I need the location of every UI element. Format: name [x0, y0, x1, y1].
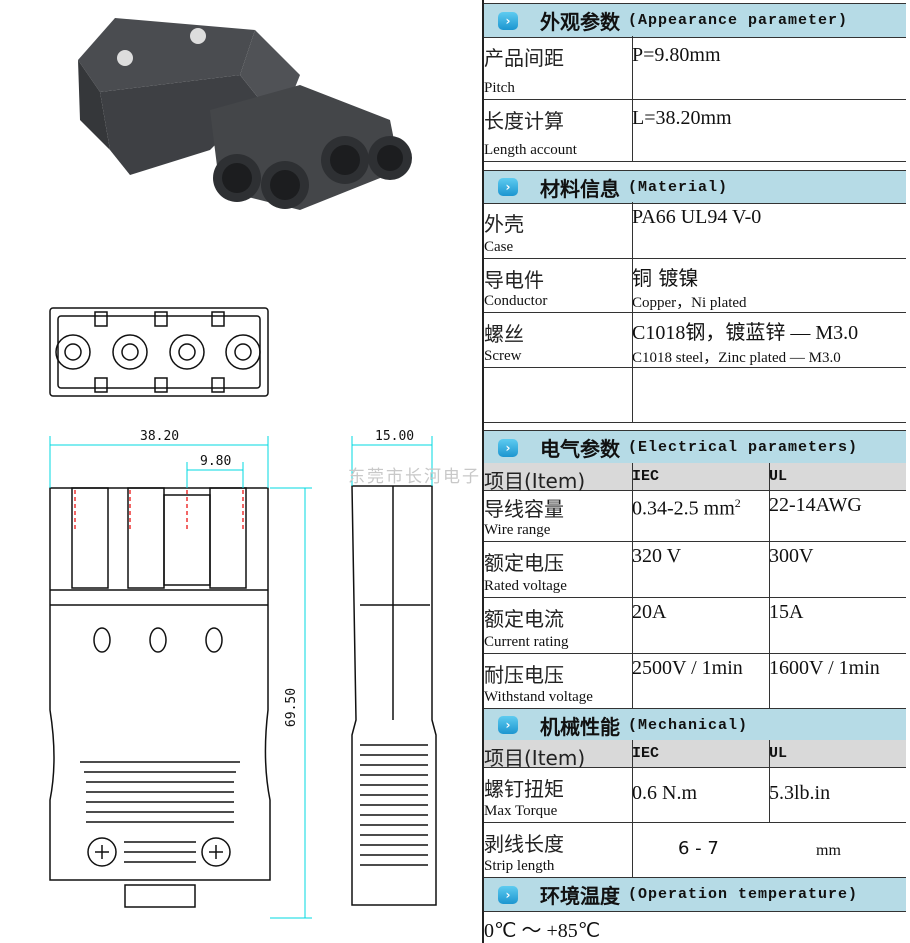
row-value: P=9.80mm — [632, 44, 721, 66]
iec-value: 0.34-2.5 mm — [632, 497, 735, 520]
drawing-panel: 38.20 9.80 15.00 69.50 — [49, 18, 437, 919]
table-row: 剥线长度 Strip length 6 - 7 mm — [484, 822, 906, 878]
row-label-en: Strip length — [484, 858, 555, 874]
ul-value: 300V — [769, 545, 814, 567]
section-header-electrical: › 电气参数 (Electrical parameters) — [484, 430, 906, 465]
section-title: 环境温度 — [540, 884, 620, 908]
row-label: 额定电压 — [484, 551, 564, 575]
row-value: L=38.20mm — [632, 107, 732, 129]
chevron-right-icon: › — [498, 11, 518, 30]
row-label: 剥线长度 — [484, 832, 564, 856]
table-row: 额定电压 Rated voltage 320 V 300V — [484, 541, 906, 598]
ul-value: 5.3lb.in — [769, 782, 831, 804]
column-header-item: 项目(Item) — [484, 469, 586, 493]
row-value: PA66 UL94 V-0 — [632, 206, 762, 228]
dim-length-label: 38.20 — [140, 429, 180, 444]
dim-pitch-label: 9.80 — [200, 454, 232, 469]
row-label-en: Current rating — [484, 634, 569, 650]
row-label-en: Pitch — [484, 80, 515, 96]
iec-value: 2500V / 1min — [632, 657, 743, 679]
column-header-row: 项目(Item) IEC UL — [484, 740, 906, 770]
row-label: 螺钉扭矩 — [484, 777, 564, 801]
section-subtitle: (Electrical parameters) — [628, 439, 859, 456]
row-label-en: Withstand voltage — [484, 689, 593, 705]
section-header-temperature: › 环境温度 (Operation temperature) — [484, 877, 906, 912]
row-label: 外壳 — [484, 212, 524, 236]
superscript: 2 — [734, 496, 741, 510]
row-label: 导线容量 — [484, 497, 564, 521]
empty-row — [484, 367, 906, 423]
section-subtitle: (Appearance parameter) — [628, 12, 849, 29]
watermark: 东莞市长河电子 — [348, 467, 481, 487]
chevron-right-icon: › — [498, 438, 518, 457]
row-value: C1018钢，镀蓝锌 — M3.0 — [632, 322, 859, 344]
row-label: 产品间距 — [484, 46, 564, 70]
top-view — [49, 487, 271, 908]
spec-table: › 外观参数 (Appearance parameter) 产品间距 Pitch … — [484, 0, 908, 943]
row-label-en: Length account — [484, 142, 577, 158]
section-title: 机械性能 — [540, 714, 620, 739]
ul-value: 22-14AWG — [769, 494, 862, 516]
table-row: 外壳 Case PA66 UL94 V-0 — [484, 202, 906, 259]
iec-value: 0.6 N.m — [632, 782, 697, 804]
section-title: 电气参数 — [540, 437, 620, 461]
row-label-en: Conductor — [484, 293, 548, 309]
row-label: 导电件 — [484, 268, 544, 292]
table-row: 产品间距 Pitch P=9.80mm — [484, 36, 906, 100]
row-label-en: Case — [484, 239, 514, 255]
temperature-value: 0℃ ～ +85℃ — [484, 920, 601, 942]
row-label: 螺丝 — [484, 322, 524, 346]
table-row: 长度计算 Length account L=38.20mm — [484, 99, 906, 162]
product-photo — [78, 18, 412, 210]
row-label-en: Max Torque — [484, 803, 558, 819]
section-subtitle: (Operation temperature) — [628, 886, 859, 903]
ul-value: 15A — [769, 601, 804, 623]
chevron-right-icon: › — [498, 178, 518, 196]
table-row: 额定电流 Current rating 20A 15A — [484, 597, 906, 654]
dimension-lines — [49, 436, 433, 919]
column-header-ul: UL — [769, 745, 788, 762]
ul-value: 1600V / 1min — [769, 657, 880, 679]
table-row: 耐压电压 Withstand voltage 2500V / 1min 1600V… — [484, 653, 906, 709]
row-label: 长度计算 — [484, 109, 564, 133]
divider — [482, 0, 484, 943]
column-header-iec: IEC — [632, 745, 660, 762]
row-label-en: Rated voltage — [484, 578, 567, 594]
column-header-ul: UL — [769, 468, 788, 485]
row-label: 耐压电压 — [484, 663, 564, 687]
iec-value: 320 V — [632, 545, 682, 567]
column-header-iec: IEC — [632, 468, 660, 485]
section-header-mechanical: › 机械性能 (Mechanical) — [484, 708, 906, 742]
strip-length-value: 6 - 7 — [678, 838, 719, 859]
row-label-en: Screw — [484, 348, 522, 364]
section-title: 外观参数 — [540, 10, 620, 34]
section-header-material: › 材料信息 (Material) — [484, 170, 906, 204]
row-value-en: Copper，Ni plated — [632, 295, 747, 311]
section-title: 材料信息 — [540, 176, 620, 201]
chevron-right-icon: › — [498, 716, 518, 734]
side-view — [351, 485, 437, 906]
row-value: 铜 镀镍 — [632, 266, 699, 290]
front-view — [49, 307, 269, 397]
row-label-en: Wire range — [484, 522, 551, 538]
chevron-right-icon: › — [498, 885, 518, 904]
table-row: 螺钉扭矩 Max Torque 0.6 N.m 5.3lb.in — [484, 767, 906, 823]
column-header-item: 项目(Item) — [484, 746, 586, 770]
temperature-row: 0℃ ～ +85℃ — [484, 910, 906, 943]
dim-width-label: 15.00 — [375, 429, 415, 444]
section-subtitle: (Mechanical) — [628, 716, 749, 734]
connector-drawings — [49, 18, 437, 919]
column-header-row: 项目(Item) IEC UL — [484, 463, 906, 493]
iec-value: 20A — [632, 601, 667, 623]
row-value-en: C1018 steel，Zinc plated — M3.0 — [632, 350, 841, 366]
section-header-appearance: › 外观参数 (Appearance parameter) — [484, 3, 906, 38]
strip-length-unit: mm — [816, 842, 841, 859]
dim-height-label: 69.50 — [284, 687, 300, 728]
row-label: 额定电流 — [484, 607, 564, 631]
section-subtitle: (Material) — [628, 178, 729, 196]
